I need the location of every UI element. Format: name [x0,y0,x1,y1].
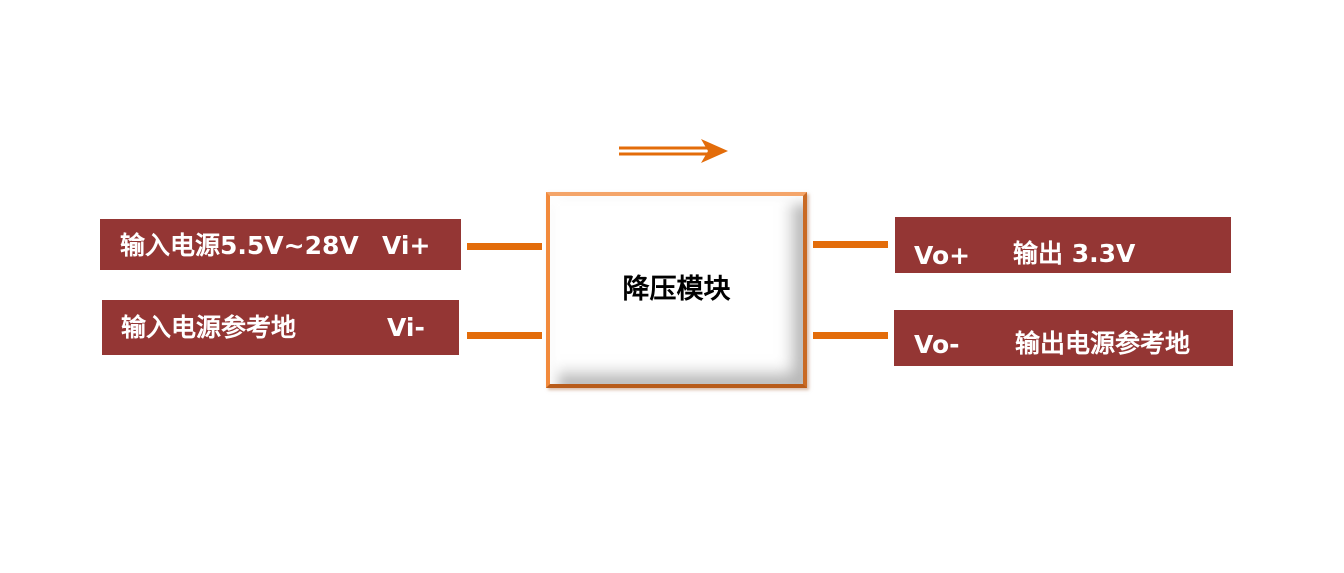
input-positive-label: 输入电源5.5V~28V [120,231,359,260]
output-positive-wire [813,241,888,248]
direction-arrow-icon [619,139,728,163]
output-negative-pin: Vo- [914,330,960,359]
input-positive-label-box: 输入电源5.5V~28V Vi+ [100,219,461,270]
output-negative-label-box: Vo- 输出电源参考地 [894,310,1233,366]
input-negative-pin: Vi- [387,313,425,342]
output-positive-label-box: Vo+ 输出 3.3V [895,217,1231,273]
input-positive-pin: Vi+ [382,231,431,260]
output-negative-wire [813,332,888,339]
module-title: 降压模块 [622,274,731,305]
input-negative-wire [467,332,542,339]
buck-module-box: 降压模块 [546,192,807,388]
input-negative-label: 输入电源参考地 [121,313,297,342]
output-positive-label: 输出 3.3V [1013,239,1136,268]
output-positive-pin: Vo+ [914,241,971,270]
input-negative-label-box: 输入电源参考地 Vi- [102,300,459,355]
output-negative-label: 输出电源参考地 [1015,329,1191,358]
input-positive-wire [467,243,542,250]
